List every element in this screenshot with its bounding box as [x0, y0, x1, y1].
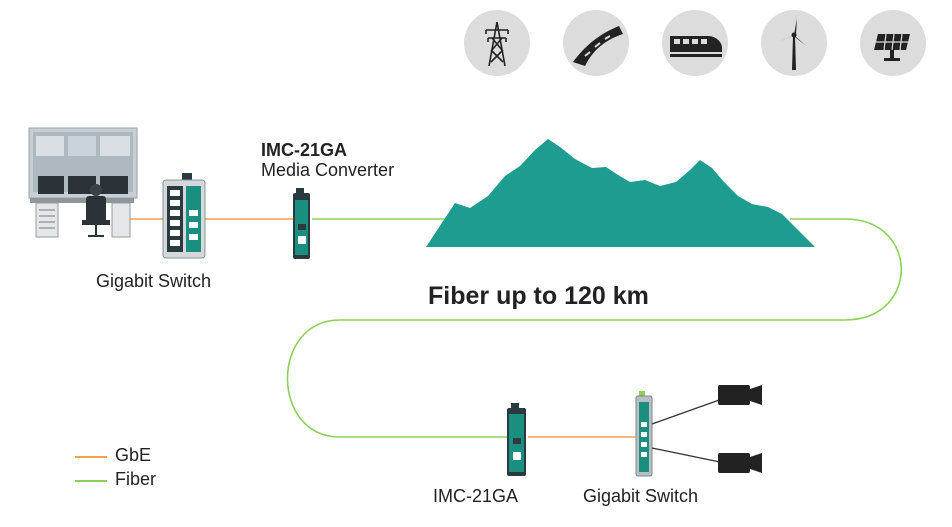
legend-fiber-label: Fiber: [115, 469, 157, 489]
train-icon: [662, 10, 728, 76]
bottom-gigabit-switch: [635, 391, 653, 477]
fiber-cable: [286, 218, 903, 438]
ip-camera-bottom: [718, 453, 762, 473]
ip-camera-top: [718, 385, 762, 405]
control-room-icon: [28, 127, 138, 238]
legend-gbe-label: GbE: [115, 445, 152, 465]
top-converter-model-label: IMC-21GA: [261, 140, 348, 160]
bottom-converter-label: IMC-21GA: [433, 486, 519, 506]
bottom-switch-label: Gigabit Switch: [583, 486, 699, 506]
power-tower-icon: [464, 10, 530, 76]
left-gigabit-switch: [162, 173, 206, 259]
legend-gbe-swatch: [75, 456, 107, 458]
bottom-media-converter: [507, 403, 526, 476]
road-icon: [563, 10, 629, 76]
mountain-shape: [426, 139, 815, 247]
left-switch-label: Gigabit Switch: [96, 271, 212, 291]
legend-fiber-swatch: [75, 480, 107, 482]
top-converter-desc-label: Media Converter: [261, 160, 395, 180]
solar-panel-icon: [860, 10, 926, 76]
wind-turbine-icon: [761, 10, 827, 76]
fiber-distance-label: Fiber up to 120 km: [428, 282, 649, 310]
top-media-converter: [293, 188, 310, 259]
